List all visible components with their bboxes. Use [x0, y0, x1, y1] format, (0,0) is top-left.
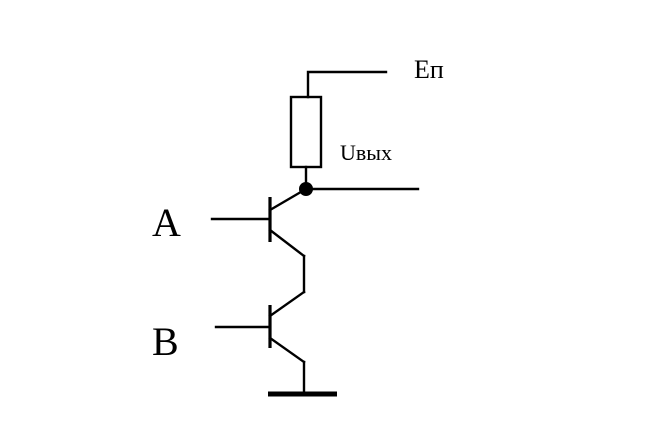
transistor-a [210, 187, 308, 258]
output-label: Uвых [340, 140, 392, 165]
transistor-a-emitter [268, 228, 306, 258]
transistor-b-collector [268, 290, 306, 318]
transistor-b-emitter [268, 336, 306, 364]
supply-label: Eп [414, 55, 444, 84]
transistor-b [214, 290, 306, 364]
resistor [289, 95, 323, 169]
transistor-a-collector [268, 187, 308, 212]
supply-wire [306, 70, 388, 99]
input-b-label: B [152, 319, 179, 364]
input-a-label: A [152, 200, 181, 245]
